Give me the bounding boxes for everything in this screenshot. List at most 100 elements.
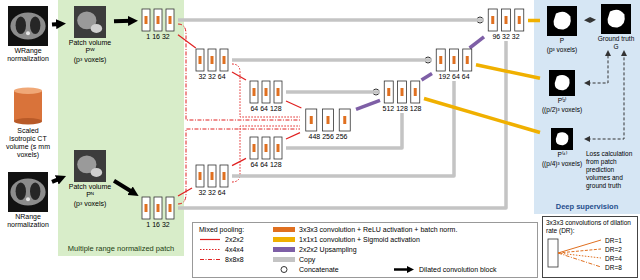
conv-block-figure bbox=[138, 8, 178, 32]
legend-text: 1x1x1 convolution + Sigmoid activation bbox=[299, 235, 420, 244]
connector bbox=[286, 101, 301, 108]
connector bbox=[422, 74, 433, 81]
connector bbox=[588, 54, 624, 139]
conv-block: 32 32 64 bbox=[192, 164, 232, 197]
legend-text: 3x3x3 convolution + ReLU activation + ba… bbox=[299, 225, 457, 234]
conv-layer bbox=[208, 49, 216, 71]
vol-shape bbox=[14, 88, 42, 94]
ct-shape bbox=[26, 31, 30, 35]
conv-bar bbox=[157, 204, 160, 212]
conv-layer bbox=[196, 165, 204, 187]
conv-block: 64 64 128 bbox=[246, 136, 286, 169]
conv-bar bbox=[277, 88, 280, 96]
image-node: Scaled isotropic CT volume (s mm voxels) bbox=[4, 86, 52, 159]
image-node: WRange normalization bbox=[4, 6, 52, 63]
conv-bar bbox=[253, 88, 256, 96]
connector bbox=[232, 58, 432, 62]
node-text: Patch volume Pᴺ bbox=[66, 183, 114, 199]
conv-layer bbox=[142, 197, 150, 219]
node-text: Scaled isotropic CT volume (s mm voxels) bbox=[4, 127, 52, 159]
legend-swatch bbox=[273, 257, 295, 262]
conv-bar bbox=[327, 116, 330, 124]
seg-shape bbox=[549, 70, 575, 96]
inset-heading: 3x3x3 convolutions of dilation rate (DR)… bbox=[543, 217, 637, 237]
connector bbox=[178, 35, 196, 48]
seg-image bbox=[549, 70, 575, 96]
legend-heading: Mixed pooling: bbox=[199, 225, 244, 234]
arrow-sample bbox=[394, 268, 408, 271]
channel-numbers: 64 64 128 bbox=[246, 160, 286, 169]
node-text: P bbox=[540, 37, 584, 45]
legend-swatch bbox=[273, 247, 295, 252]
conv-bar bbox=[401, 88, 404, 96]
node-text: ((p/2)³ voxels) bbox=[540, 106, 584, 114]
conv-layer bbox=[339, 109, 350, 131]
arrow-sample-head bbox=[407, 266, 414, 273]
conv-block-figure bbox=[484, 8, 528, 32]
node-text: P⁽⁴⁾ bbox=[540, 151, 584, 159]
connector bbox=[52, 178, 61, 182]
conv-bar bbox=[453, 56, 456, 64]
mixed-pooling-line bbox=[178, 129, 300, 204]
conv-layer bbox=[262, 137, 270, 159]
patch-shape bbox=[74, 6, 106, 38]
legend-sample bbox=[393, 265, 415, 274]
legend-swatch bbox=[273, 227, 295, 232]
vol-shape bbox=[14, 91, 42, 121]
node-text: Patch volume Pᵂ bbox=[66, 39, 114, 55]
conv-block: 64 64 128 bbox=[246, 80, 286, 113]
pooling-sample bbox=[200, 259, 220, 260]
mixed-pooling-line bbox=[232, 126, 300, 182]
conv-block-figure bbox=[246, 80, 286, 104]
conv-block: 96 32 32 bbox=[484, 8, 528, 41]
patch-image bbox=[74, 6, 106, 38]
seg-image bbox=[547, 6, 577, 36]
seg-image bbox=[551, 128, 573, 150]
conv-bar bbox=[466, 56, 469, 64]
conv-block: 448 256 256 bbox=[300, 108, 356, 141]
image-node: Ground truth G bbox=[596, 4, 636, 50]
conv-layer bbox=[166, 197, 174, 219]
loss-note: Loss calculation from patch prediction v… bbox=[586, 150, 636, 190]
dilation-rate: DR=2 bbox=[605, 245, 622, 254]
connector bbox=[114, 19, 132, 24]
conv-layer bbox=[274, 137, 282, 159]
conv-layer bbox=[323, 109, 334, 131]
legend-text: 8x8x8 bbox=[225, 255, 244, 264]
conv-layer bbox=[384, 81, 393, 103]
channel-numbers: 32 32 64 bbox=[192, 72, 232, 81]
connector bbox=[286, 90, 380, 94]
conv-bar bbox=[157, 16, 160, 24]
legend-box: Mixed pooling:2x2x24x4x48x8x83x3x3 convo… bbox=[192, 222, 538, 278]
channel-numbers: 512 128 128 bbox=[380, 104, 424, 113]
conv-block-figure bbox=[246, 136, 286, 160]
dilation-line bbox=[558, 240, 601, 253]
channel-numbers: 192 64 64 bbox=[432, 72, 476, 81]
legend-text: Concatenate bbox=[299, 265, 339, 274]
conv-block-figure bbox=[432, 48, 476, 72]
conv-layer bbox=[196, 49, 204, 71]
channel-numbers: 1 16 32 bbox=[138, 32, 178, 41]
concatenate-sample bbox=[281, 267, 287, 273]
channel-numbers: 32 32 64 bbox=[192, 188, 232, 197]
node-text: NRange normalization bbox=[4, 213, 52, 229]
conv-block-figure bbox=[300, 108, 356, 132]
node-text: ((p/4)³ voxels) bbox=[540, 160, 584, 168]
conv-bar bbox=[491, 16, 494, 24]
conv-bar bbox=[387, 88, 390, 96]
dilation-block bbox=[548, 239, 558, 267]
conv-bar bbox=[169, 204, 172, 212]
ct-image bbox=[8, 172, 48, 212]
conv-bar bbox=[223, 56, 226, 64]
image-node: Patch volume Pᴺ(p³ voxels) bbox=[66, 150, 114, 208]
node-text: (p³ voxels) bbox=[540, 46, 584, 54]
legend-text: Copy bbox=[299, 255, 315, 264]
conv-bar bbox=[439, 56, 442, 64]
conv-bar bbox=[343, 116, 346, 124]
ct-shape bbox=[8, 6, 48, 46]
conv-block-figure bbox=[380, 80, 424, 104]
conv-layer bbox=[208, 165, 216, 187]
conv-layer bbox=[515, 9, 524, 31]
node-text: P⁽²⁾ bbox=[540, 97, 584, 105]
conv-layer bbox=[250, 137, 258, 159]
